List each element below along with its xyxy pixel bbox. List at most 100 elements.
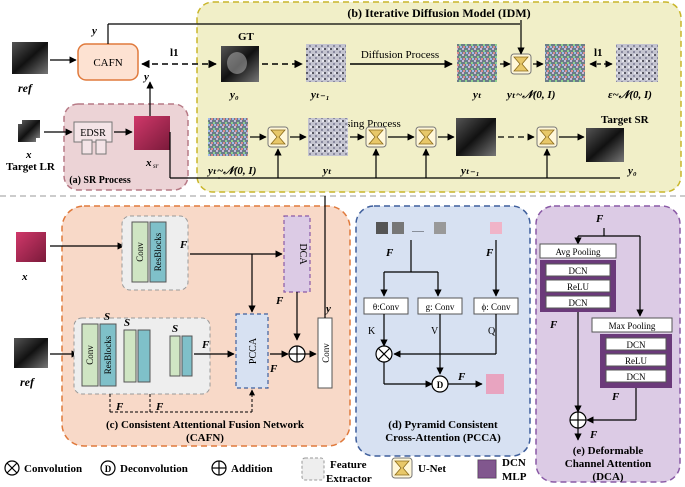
- g-label: g: Conv: [426, 302, 455, 312]
- edsr-label: EDSR: [80, 128, 106, 139]
- svg-text:D: D: [105, 464, 112, 474]
- feature-extractor-swatch: [301, 457, 325, 481]
- s2-label: S: [124, 317, 130, 329]
- ytc-side: y: [142, 71, 149, 83]
- v-label: V: [431, 326, 439, 337]
- row2-yt: yₜ: [321, 165, 332, 177]
- convolution-icon: [4, 460, 20, 476]
- l1-left: l1: [170, 47, 179, 59]
- conv-block: [131, 221, 149, 283]
- pcca-fref-t: F: [385, 247, 394, 259]
- cafn-title-1: (c) Consistent Attentional Fusion Networ…: [106, 419, 305, 431]
- yt-label: yₜ: [471, 89, 482, 101]
- cafn-ref-label: ref: [20, 375, 35, 389]
- pcca-fsr: F: [485, 247, 494, 259]
- avg-pooling: [539, 243, 617, 259]
- dca-title-2: Channel Attention: [565, 458, 652, 470]
- yt1-image: [306, 44, 346, 82]
- theta-conv: [363, 297, 409, 315]
- pcca-fref-p: F: [457, 371, 466, 383]
- deconvolution-icon: D: [100, 460, 116, 476]
- dca-box-label: DCA: [297, 243, 308, 265]
- legend-addition: Addition: [231, 463, 273, 475]
- cafn-ytc: y: [324, 303, 331, 315]
- yt-image: [457, 44, 497, 82]
- s3-label: S: [172, 323, 178, 335]
- cafn-xsr-label: x: [21, 271, 28, 283]
- k-label: K: [368, 326, 376, 337]
- row2-yt1-image: [456, 118, 496, 156]
- ref-image: [12, 42, 48, 74]
- xsr-image: [134, 116, 170, 150]
- pcca-title-1: (d) Pyramid Consistent: [388, 419, 498, 431]
- max-pooling: [591, 317, 673, 333]
- pcca-panel: ...... F F θ:Conv g: Conv ϕ: Conv K V Q: [355, 205, 531, 457]
- dca-box: [283, 215, 311, 293]
- legend-dcn: DCN: [502, 457, 526, 469]
- svg-text:D: D: [437, 380, 444, 390]
- fmax-label: F: [611, 391, 620, 403]
- dcn-label-4: DCN: [626, 372, 646, 382]
- dca-fsr: F: [595, 213, 604, 225]
- phi-label: ϕ: Conv: [482, 302, 511, 312]
- conv-label-2: Conv: [85, 345, 95, 365]
- unet-icon: [415, 126, 437, 148]
- s1-label: S: [104, 311, 110, 323]
- row2-y0: y₀: [626, 165, 637, 177]
- q-label: Q: [488, 326, 496, 337]
- top-left-area: ref CAFN y y l1: [12, 23, 520, 95]
- cafn-xsr-image: [16, 232, 46, 262]
- legend-fe1: Feature: [330, 459, 367, 471]
- yT-image: [545, 44, 585, 82]
- addition-icon: [288, 345, 306, 363]
- dcn-label-1: DCN: [568, 266, 588, 276]
- resblocks-label: ResBlocks: [153, 232, 163, 271]
- relu-label-1: ReLU: [567, 282, 589, 292]
- target-sr-image: [586, 128, 624, 162]
- cafn-panel: x ref Conv ResBlocks F DCA F Conv ResBlo…: [14, 196, 351, 447]
- pcca-box-label: PCCA: [248, 337, 259, 364]
- diffusion-label: Diffusion Process: [361, 49, 439, 61]
- legend-unet: U-Net: [418, 463, 446, 475]
- final-conv-label: Conv: [321, 343, 331, 363]
- xsr-sub: sr: [153, 162, 159, 170]
- legend-deconvolution: Deconvolution: [120, 463, 188, 475]
- dcn-label-2: DCN: [568, 298, 588, 308]
- favg-label: F: [549, 319, 558, 331]
- row2-yT-image: [208, 118, 248, 156]
- ref-label: ref: [18, 81, 33, 95]
- xsr-label: x: [145, 157, 152, 169]
- pcca-box: [235, 313, 269, 389]
- legend-mlp: MLP: [502, 471, 527, 483]
- ytc-top: y: [90, 25, 97, 37]
- pcca-dots: ......: [412, 225, 424, 234]
- relu-label-2: ReLU: [625, 356, 647, 366]
- conv-label: Conv: [135, 242, 145, 262]
- theta-label: θ:Conv: [373, 302, 400, 312]
- cafn-title-2: (CAFN): [186, 432, 224, 444]
- fref-p-label: F: [269, 363, 278, 375]
- dcn-label-3: DCN: [626, 340, 646, 350]
- unet-icon: [365, 126, 387, 148]
- resblocks-block: [149, 221, 167, 283]
- y0-label: y₀: [228, 89, 239, 101]
- fsrd-label: F: [275, 295, 284, 307]
- cafn-top-label: CAFN: [93, 57, 122, 69]
- target-lr-label: Target LR: [6, 161, 56, 173]
- unet-icon: [267, 126, 289, 148]
- conv-block-2: [81, 323, 99, 387]
- unet-icon: [391, 457, 413, 479]
- fd-label: F: [589, 429, 598, 441]
- pcca-title-2: Cross-Attention (PCCA): [385, 432, 501, 444]
- deconvolution-icon: D: [431, 375, 449, 393]
- row2-yt-image: [308, 118, 348, 156]
- unet-icon: [536, 126, 558, 148]
- avg-label: Avg Pooling: [555, 247, 601, 257]
- idm-panel: (b) Iterative Diffusion Model (IDM) GT y…: [196, 1, 682, 193]
- row2-yT: yₜ~𝒩(0, I): [206, 165, 256, 177]
- fref1-label: F: [115, 401, 124, 413]
- dca-panel: F Avg Pooling DCN ReLU DCN F Max Pooling…: [535, 205, 681, 483]
- eps-image: [616, 44, 658, 82]
- gt-label: GT: [238, 31, 255, 43]
